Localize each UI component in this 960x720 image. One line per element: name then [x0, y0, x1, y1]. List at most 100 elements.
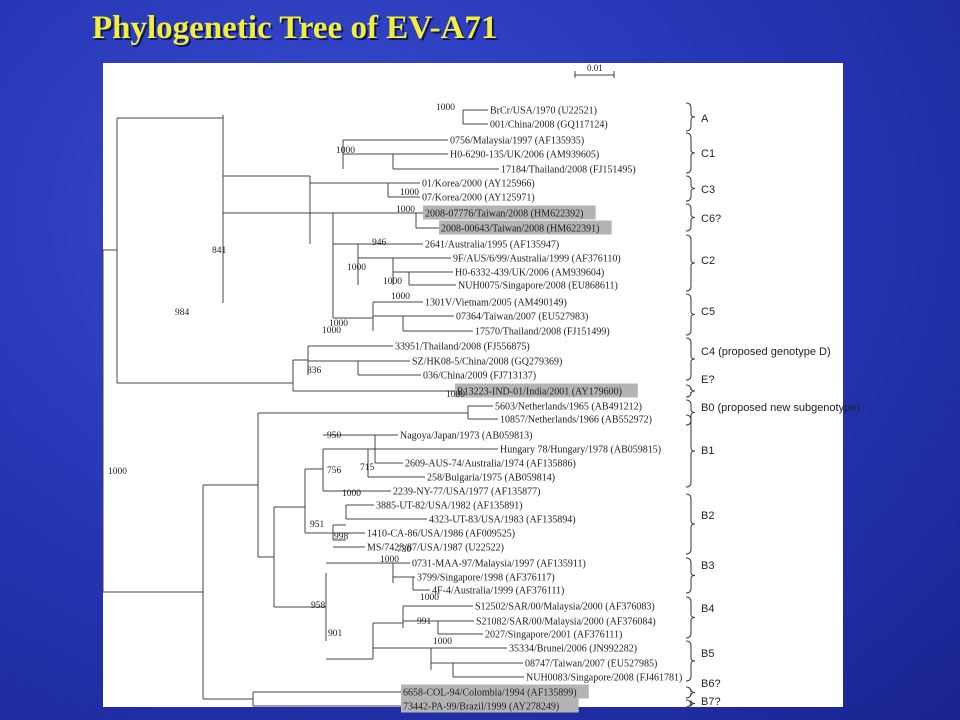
bootstrap-value: 1000	[433, 637, 452, 647]
scale-bar-label: 0.01	[587, 63, 603, 73]
bootstrap-value: 1000	[336, 146, 355, 156]
clade-brace	[685, 414, 696, 488]
bootstrap-value: 756	[327, 466, 342, 476]
taxon-label: 4323-UT-83/USA/1983 (AF135894)	[429, 515, 576, 526]
taxon-label: 001/China/2008 (GQ117124)	[490, 120, 608, 131]
clade-brace	[685, 293, 696, 336]
taxon-label: 036/China/2009 (FJ713137)	[423, 371, 536, 382]
clade-brace	[685, 102, 696, 132]
tree-branches	[102, 110, 469, 706]
bootstrap-value: 1000	[436, 103, 455, 113]
taxon-label: NUH0075/Singapore/2008 (EU868611)	[458, 281, 618, 292]
taxon-label: 17570/Thailand/2008 (FJ151499)	[475, 327, 610, 338]
taxon-highlight	[401, 684, 589, 699]
taxon-label: H0-6332-439/UK/2006 (AM939604)	[455, 268, 604, 279]
taxon-label: 6658-COL-94/Colombia/1994 (AF135899)	[403, 688, 577, 699]
bootstrap-value: 946	[372, 238, 387, 248]
taxon-label: R13223-IND-01/India/2001 (AY179600)	[457, 387, 622, 398]
taxon-label: 2008-07776/Taiwan/2008 (HM622392)	[425, 209, 583, 220]
bootstrap-value: 1000	[108, 467, 127, 477]
taxon-highlight	[439, 220, 612, 235]
bootstrap-value: 1000	[342, 489, 361, 499]
taxon-label: 3885-UT-82/USA/1982 (AF135891)	[376, 501, 523, 512]
clade-label: B5	[701, 648, 714, 660]
taxon-label: 08747/Taiwan/2007 (EU527985)	[525, 659, 657, 670]
bootstrap-value: 836	[307, 366, 322, 376]
bootstrap-value: 1000	[347, 263, 366, 273]
clade-label: B2	[701, 510, 714, 522]
clade-brace	[685, 234, 696, 292]
clade-brace	[685, 337, 696, 381]
slide-title: Phylogenetic Tree of EV-A71	[92, 10, 498, 46]
clade-brace	[685, 557, 696, 594]
taxon-label: 1301V/Vietnam/2005 (AM490149)	[425, 298, 567, 309]
taxon-label: 35334/Brunei/2006 (JN992282)	[509, 644, 637, 655]
taxon-label: SZ/HK08-5/China/2008 (GQ279369)	[412, 357, 562, 368]
bootstrap-value: 1000	[322, 326, 341, 336]
bootstrap-value: 950	[327, 431, 342, 441]
taxon-label: BrCr/USA/1970 (U22521)	[490, 106, 597, 117]
taxon-label: MS/7423/87/USA/1987 (U22522)	[367, 543, 504, 554]
bootstrap-value: 901	[328, 629, 343, 639]
bootstrap-value: 1000	[396, 205, 415, 215]
taxon-label: S12502/SAR/00/Malaysia/2000 (AF376083)	[475, 602, 655, 613]
taxon-label: 07364/Taiwan/2007 (EU527983)	[456, 312, 588, 323]
taxon-label: 1410-CA-86/USA/1986 (AF009525)	[367, 529, 515, 540]
bootstrap-value: 991	[417, 617, 432, 627]
clade-label: B7?	[701, 696, 721, 708]
bootstrap-value: 1000	[391, 292, 410, 302]
clade-brace	[685, 175, 696, 202]
bootstrap-value: 730	[397, 545, 412, 555]
clade-brace	[685, 384, 696, 398]
taxon-label: S21082/SAR/00/Malaysia/2000 (AF376084)	[476, 617, 656, 628]
taxon-label: 0731-MAA-97/Malaysia/1997 (AF135911)	[412, 559, 586, 570]
taxon-label: 4F-4/Australia/1999 (AF376111)	[432, 586, 564, 597]
taxon-label: 9F/AUS/6/99/Australia/1999 (AF376110)	[453, 254, 621, 265]
taxon-label: 10857/Netherlands/1966 (AB552972)	[500, 415, 652, 426]
clade-label: C5	[701, 306, 715, 318]
taxon-label: 17184/Thailand/2008 (FJ151495)	[501, 165, 636, 176]
clade-label: C2	[701, 255, 715, 267]
tree-leaves: BrCr/USA/1970 (U22521) 001/China/2008 (GQ…	[253, 106, 682, 713]
clade-brace	[685, 699, 696, 708]
taxon-label: 33951/Thailand/2008 (FJ556875)	[395, 342, 530, 353]
bootstrap-value: 715	[360, 463, 375, 473]
clade-label: B0 (proposed new subgenotype)	[701, 402, 860, 414]
taxon-label: 07/Korea/2000 (AY125971)	[422, 193, 535, 204]
clade-label: A	[701, 113, 709, 125]
clade-brace	[685, 686, 696, 699]
clade-brace	[685, 596, 696, 639]
bootstrap-value: 1000	[400, 188, 419, 198]
taxon-label: 01/Korea/2000 (AY125966)	[422, 179, 535, 190]
taxon-label: 2008-00643/Taiwan/2008 (HM622391)	[441, 224, 599, 235]
phylogenetic-tree: BrCr/USA/1970 (U22521) 001/China/2008 (GQ…	[102, 63, 860, 713]
phylogenetic-tree-panel: BrCr/USA/1970 (U22521) 001/China/2008 (GQ…	[102, 63, 860, 713]
taxon-highlight	[455, 383, 638, 398]
clade-label: B6?	[701, 678, 721, 690]
taxon-label: 5603/Netherlands/1965 (AB491212)	[495, 402, 642, 413]
taxon-label: Nagoya/Japan/1973 (AB059813)	[400, 431, 532, 442]
clade-brace	[685, 493, 696, 555]
clade-label: C4 (proposed genotype D)	[701, 346, 831, 358]
taxon-label: 258/Bulgaria/1975 (AB059814)	[427, 473, 555, 484]
bootstrap-value: 984	[175, 308, 190, 318]
clade-label: C6?	[701, 213, 721, 225]
taxon-label: 2239-NY-77/USA/1977 (AF135877)	[393, 487, 541, 498]
clade-brace	[685, 640, 696, 682]
bootstrap-value: 998	[334, 532, 349, 542]
taxon-label: 0756/Malaysia/1997 (AF135935)	[450, 136, 584, 147]
bootstrap-value: 1000	[446, 390, 465, 400]
taxon-highlight	[423, 205, 596, 220]
clade-label: B1	[701, 445, 714, 457]
clade-label: B3	[701, 560, 714, 572]
taxon-label: NUH0083/Singapore/2008 (FJ461781)	[526, 673, 682, 684]
bootstrap-value: 1000	[380, 555, 399, 565]
taxon-label: 3799/Singapore/1998 (AF376117)	[417, 573, 555, 584]
clade-label: C3	[701, 184, 715, 196]
taxon-label: H0-6290-135/UK/2006 (AM939605)	[450, 150, 599, 161]
taxon-label: Hungary 78/Hungary/1978 (AB059815)	[500, 445, 661, 456]
bootstrap-value: 1000	[329, 319, 348, 329]
bootstrap-value: 958	[311, 601, 326, 611]
clade-brace	[685, 203, 696, 232]
